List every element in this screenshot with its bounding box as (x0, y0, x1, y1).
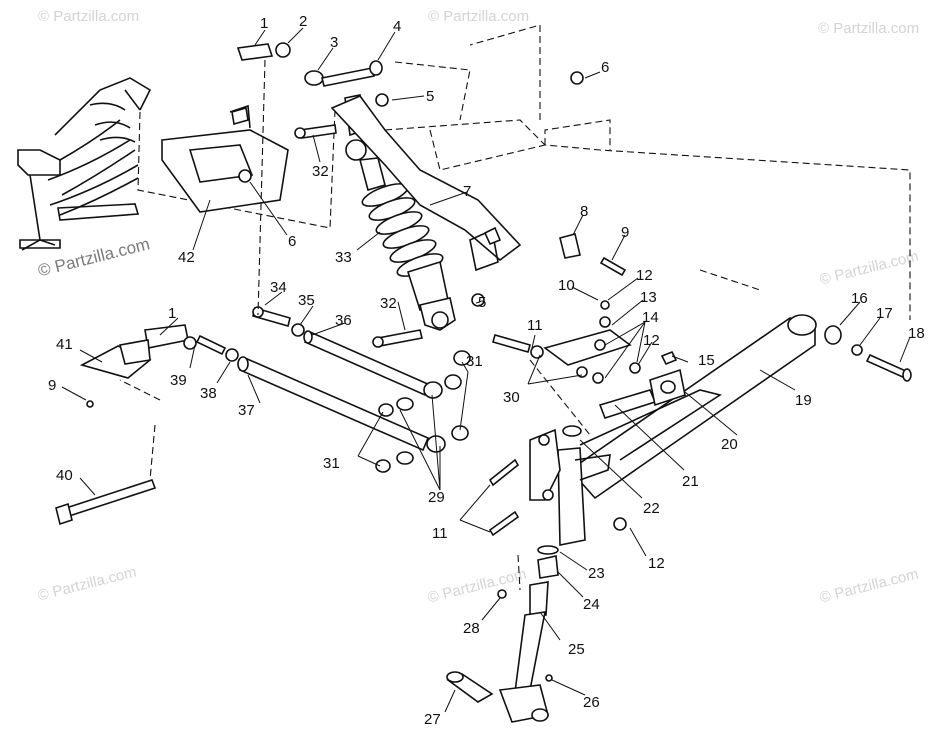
callout-10: 10 (558, 277, 575, 294)
callout-30: 30 (503, 389, 520, 406)
callout-24: 24 (583, 596, 600, 613)
ski-spindle-25 (498, 545, 559, 723)
callout-22: 22 (643, 500, 660, 517)
callout-37: 37 (238, 402, 255, 419)
callout-41: 41 (56, 336, 73, 353)
callout-33: 33 (335, 249, 352, 266)
left-link-parts (79, 306, 305, 408)
lower-bolts (372, 293, 627, 537)
callout-16: 16 (851, 290, 868, 307)
callout-8: 8 (580, 203, 588, 220)
callout-11: 11 (432, 525, 448, 542)
callout-19: 19 (795, 392, 812, 409)
tie-rods (237, 330, 432, 452)
callout-27: 27 (424, 711, 441, 728)
callout-13: 13 (640, 289, 657, 306)
callout-29: 29 (428, 489, 445, 506)
callout-1: 1 (168, 305, 176, 322)
callout-34: 34 (270, 279, 287, 296)
part-20 (649, 368, 686, 407)
callout-7: 7 (463, 183, 471, 200)
callout-42: 42 (178, 249, 195, 266)
callout-40: 40 (56, 467, 73, 484)
callout-12: 12 (648, 555, 665, 572)
callout-32: 32 (380, 295, 397, 312)
callout-35: 35 (298, 292, 315, 309)
mount-bracket-42 (161, 104, 289, 213)
callout-12: 12 (643, 332, 660, 349)
callout-5: 5 (426, 88, 434, 105)
callout-4: 4 (393, 18, 401, 35)
callout-38: 38 (200, 385, 217, 402)
long-bolt-40 (55, 479, 157, 526)
chassis-frame (137, 24, 911, 320)
callout-5: 5 (478, 294, 486, 311)
callout-3: 3 (330, 34, 338, 51)
callout-25: 25 (568, 641, 585, 658)
watermark: © Partzilla.com (818, 20, 920, 37)
top-fasteners (236, 42, 584, 246)
parts-8-9 (559, 233, 627, 277)
callout-1: 1 (260, 15, 268, 32)
bracket-13 (492, 300, 678, 384)
callout-14: 14 (642, 309, 659, 326)
callout-6: 6 (601, 59, 609, 76)
right-bolt-stack (824, 325, 912, 382)
grease-fitting-28 (497, 589, 507, 599)
watermark: © Partzilla.com (38, 8, 140, 25)
spindle-assembly (529, 425, 611, 546)
callout-2: 2 (299, 13, 307, 30)
left-shock-assembly (17, 77, 152, 251)
shock-absorber-33 (330, 94, 522, 331)
callout-39: 39 (170, 372, 187, 389)
callout-23: 23 (588, 565, 605, 582)
callout-32: 32 (312, 163, 329, 180)
watermark: © Partzilla.com (428, 8, 530, 25)
callout-12: 12 (636, 267, 653, 284)
callout-9: 9 (621, 224, 629, 241)
callout-6: 6 (288, 233, 296, 250)
callout-20: 20 (721, 436, 738, 453)
callout-15: 15 (698, 352, 715, 369)
callout-21: 21 (682, 473, 699, 490)
callout-26: 26 (583, 694, 600, 711)
callout-18: 18 (908, 325, 925, 342)
leader-lines (61, 27, 911, 713)
callout-9: 9 (48, 377, 56, 394)
callout-31: 31 (466, 353, 483, 370)
callout-labels: 1 2 3 4 5 6 6 42 32 7 33 8 9 12 10 13 14… (48, 13, 925, 728)
callout-17: 17 (876, 305, 893, 322)
callout-36: 36 (335, 312, 352, 329)
callout-11: 11 (527, 317, 543, 334)
callout-28: 28 (463, 620, 480, 637)
bushing-27 (446, 671, 494, 703)
callout-31: 31 (323, 455, 340, 472)
